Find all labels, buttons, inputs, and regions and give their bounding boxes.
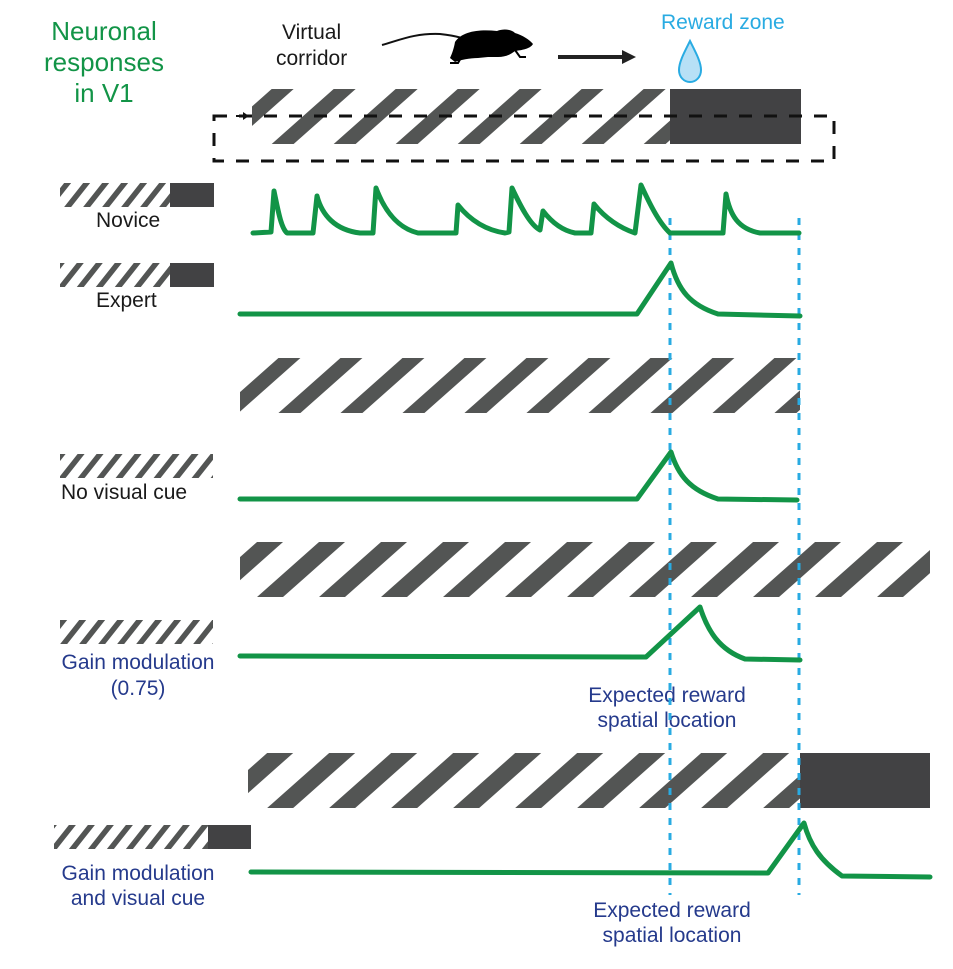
water-drop-icon: [677, 38, 703, 84]
mouse-icon: [381, 29, 533, 64]
loop-arrow-icon: [236, 112, 249, 120]
condition-label-expert: Expert: [96, 289, 157, 312]
expected-reward-label-2-line1: Expected reward: [593, 899, 751, 922]
figure-title-line1: Neuronal: [51, 16, 157, 46]
loop-dashed-box: [212, 114, 836, 163]
condition-label-gain-cue-line2: and visual cue: [70, 887, 206, 910]
expected-reward-label-2-line2: spatial location: [602, 924, 742, 947]
expected-reward-label-1-line2: spatial location: [597, 709, 737, 732]
condition-label-gain-cue-line1: Gain modulation: [61, 862, 215, 885]
condition-label-novice: Novice: [96, 209, 161, 232]
condition-label-gain-line1: Gain modulation: [61, 651, 215, 674]
arrow-right-icon: [558, 50, 636, 64]
mini-corridor-novice: [60, 183, 214, 207]
trace-no-visual-cue: [237, 449, 800, 503]
mini-corridor-no-visual-cue: [60, 454, 213, 478]
condition-label-no-visual-cue: No visual cue: [61, 481, 188, 504]
mini-corridor-gain-cue: [54, 825, 251, 849]
figure-title-line3: in V1: [74, 78, 134, 108]
mini-corridor-gain: [60, 620, 213, 644]
trace-expert: [237, 260, 803, 319]
trace-gain-cue: [248, 820, 933, 880]
visual-cue-block: [800, 753, 930, 808]
trace-novice: [250, 182, 802, 236]
condition-label-gain-line2: (0.75): [110, 677, 166, 700]
corridor-top: [212, 89, 836, 163]
corridor-label-line1: Virtual: [282, 21, 342, 44]
corridor-gain-cue: [248, 753, 930, 808]
reward-zone-label: Reward zone: [661, 11, 785, 34]
mini-corridor-expert: [60, 263, 214, 287]
figure-title-line2: responses: [44, 47, 164, 77]
corridor-gain: [240, 542, 930, 597]
corridor-label-line2: corridor: [276, 47, 348, 70]
trace-gain: [237, 604, 803, 663]
expected-reward-label-1-line1: Expected reward: [588, 684, 746, 707]
corridor-no-cue: [240, 358, 800, 413]
